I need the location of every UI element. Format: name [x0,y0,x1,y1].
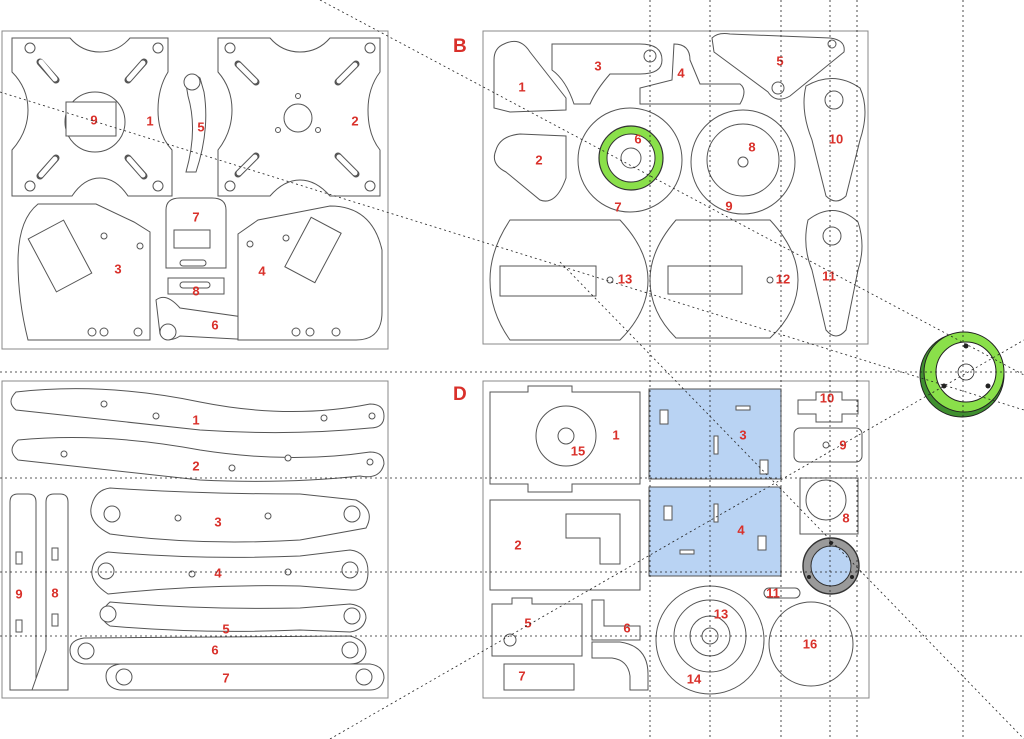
sheet-a-label-7: 7 [192,209,199,224]
sheet-b-label-12: 12 [776,271,790,286]
sheet-d-label-13: 13 [714,606,728,621]
sheet-c[interactable]: 1 2 9 8 3 4 5 6 7 [1,380,389,699]
sheet-d-part-11[interactable] [763,587,801,599]
sheet-a-label-5: 5 [197,119,204,134]
sheet-a-label-3: 3 [114,261,121,276]
sheet-b-label-6: 6 [634,131,641,146]
sheet-b-part-3[interactable] [551,43,663,105]
sheet-d-label-5: 5 [524,615,531,630]
sheet-a-label-8: 8 [192,283,199,298]
sheet-d-label-7: 7 [518,668,525,683]
sheet-b-part-11[interactable] [805,210,863,337]
sheet-b-part-10[interactable] [803,78,866,202]
sheet-c-part-4[interactable] [91,549,369,595]
sheet-c-label-9: 9 [15,586,22,601]
sheet-b-label-8: 8 [748,139,755,154]
sheet-c-part-8[interactable] [31,493,69,691]
sheet-b-label-1: 1 [518,79,525,94]
sheet-b-part-1[interactable] [493,40,567,113]
sheet-c-part-7[interactable] [105,663,385,691]
sheet-d-part-7[interactable] [503,663,575,691]
sheet-c-part-2[interactable] [11,437,385,482]
sheet-c-part-3[interactable] [90,487,370,543]
sheet-d-label-9: 9 [839,437,846,452]
sheet-d-part-6[interactable] [591,599,641,641]
sheet-d-label-16: 16 [803,636,817,651]
sheet-d-label-6: 6 [623,620,630,635]
sheet-d-label-8: 8 [842,510,849,525]
sheet-b-part-2[interactable] [493,133,567,202]
sheet-b-label-9: 9 [725,198,732,213]
sheet-d-label-3: 3 [739,427,746,442]
sheet-a-label-4: 4 [258,263,266,278]
sheet-d-part-4-selected[interactable] [648,486,782,577]
sheet-d-label-10: 10 [820,390,834,405]
sheet-c-label-4: 4 [214,565,222,580]
sheet-c-label-8: 8 [51,585,58,600]
sheet-d-label-14: 14 [687,671,702,686]
sheet-c-part-9[interactable] [9,493,37,691]
sheet-b[interactable]: B 1 3 4 5 10 2 6 7 8 9 11 13 [453,30,869,345]
sheet-d-part-5[interactable] [491,597,583,657]
sheet-b-part-4[interactable] [639,43,745,105]
sheet-c-label-3: 3 [214,514,221,529]
sheet-d[interactable]: D 1 15 3 4 10 9 8 11 2 5 6 [453,380,870,699]
sheet-d-label-1: 1 [612,427,619,442]
sheet-b-label-4: 4 [677,65,685,80]
sheet-a-part-2-center-hole [283,103,313,133]
sheet-a-slots [36,58,148,180]
sheet-c-part-5[interactable] [101,601,367,633]
sheet-b-part-5[interactable] [711,33,845,100]
sheet-a-label-6: 6 [211,317,218,332]
sheet-b-label-5: 5 [776,53,783,68]
sheet-b-label-10: 10 [829,131,843,146]
sheet-b-label-13: 13 [618,271,632,286]
sheet-c-part-1[interactable] [10,388,385,434]
sheet-c-label-1: 1 [192,412,199,427]
sheet-d-label-11: 11 [766,585,780,600]
sheet-c-label-7: 7 [222,670,229,685]
sheet-b-label-3: 3 [594,58,601,73]
sheet-a-label-9: 9 [90,112,97,127]
sheet-a-label-1: 1 [146,113,153,128]
sheet-c-label-5: 5 [222,621,229,636]
sheet-d-part-6b [591,641,649,691]
sheet-a-part-5-gear [183,73,201,91]
sheet-d-label-15: 15 [571,443,585,458]
sheet-d-part-16-disc[interactable] [768,601,854,687]
sheet-d-label-2: 2 [514,537,521,552]
sheet-c-label-6: 6 [211,642,218,657]
sheet-d-label: D [453,384,467,405]
sheet-b-label: B [453,36,467,57]
sheet-c-label-2: 2 [192,458,199,473]
sheet-d-part-3-selected[interactable] [648,388,782,480]
floating-ring-preview[interactable] [919,331,1005,418]
sheet-b-label-11: 11 [822,268,836,283]
sheet-a-label-2: 2 [351,113,358,128]
sheet-a-servo-cutout [65,101,117,137]
sheet-d-part-10[interactable] [797,391,859,423]
sheet-b-label-7: 7 [614,199,621,214]
sheet-b-label-2: 2 [535,152,542,167]
sheet-d-label-4: 4 [737,522,745,537]
sheet-a[interactable]: 9 1 2 5 3 7 [1,30,389,350]
